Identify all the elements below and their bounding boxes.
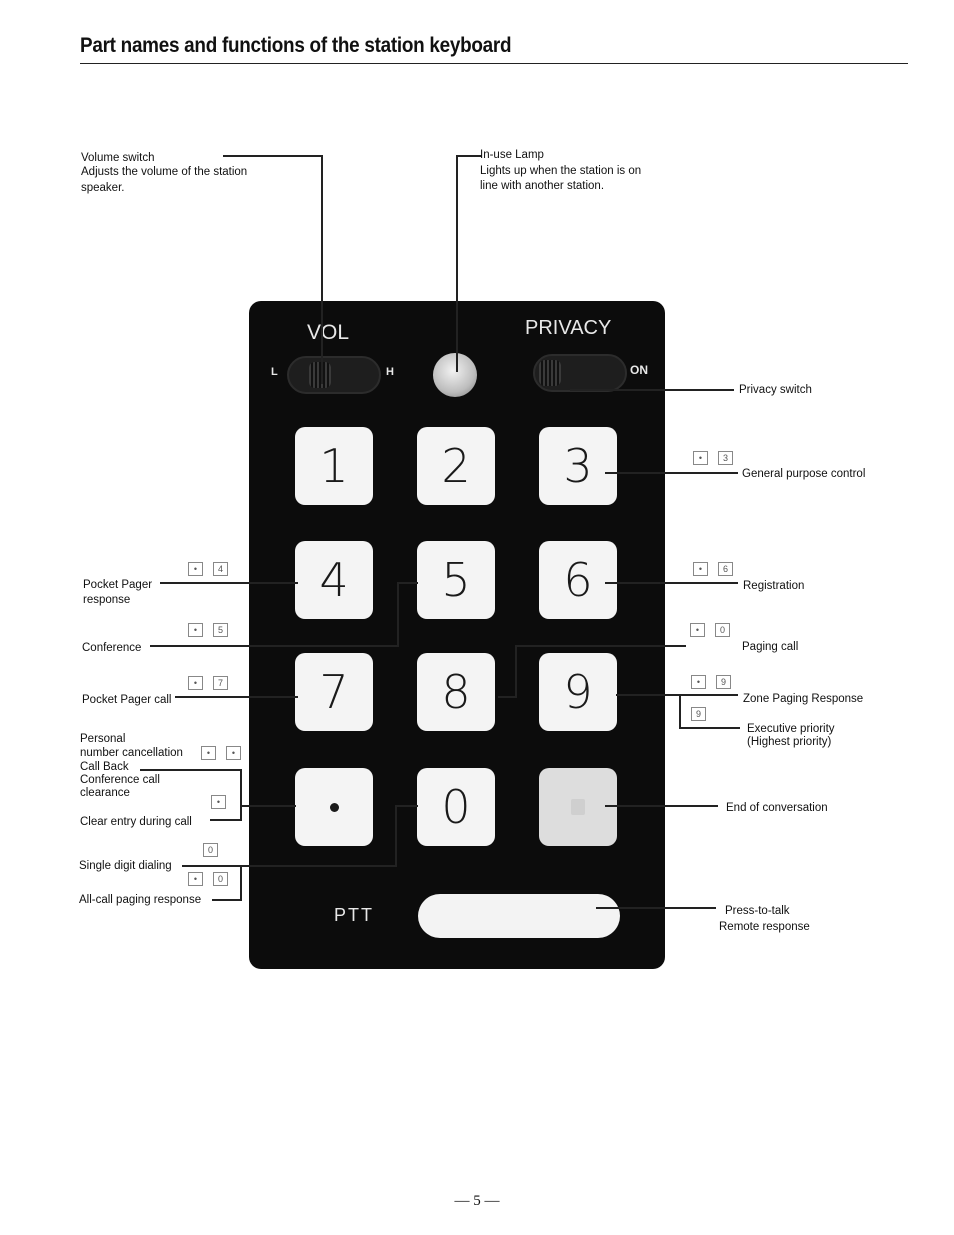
page-number: — 5 — <box>454 1193 500 1209</box>
pocket-pager-call-label: Pocket Pager call <box>82 694 172 706</box>
end-conversation-label: End of conversation <box>726 802 828 814</box>
key-3[interactable]: 3 <box>539 427 617 505</box>
badge-dot: • <box>188 623 203 637</box>
lamp-desc-line-1: Lights up when the station is on <box>480 165 642 177</box>
badge-6: 6 <box>718 562 733 576</box>
personal-number-line-2: number cancellation <box>80 747 183 759</box>
badge-dot: • <box>188 562 203 576</box>
volume-switch[interactable] <box>287 356 381 394</box>
badge-dot: • <box>693 562 708 576</box>
executive-priority-label: Executive priority <box>747 723 835 735</box>
lamp-desc-line-2: line with another station. <box>480 180 605 192</box>
page-title: Part names and functions of the station … <box>80 34 512 57</box>
key-8[interactable]: 8 <box>417 653 495 731</box>
vol-low-label: L <box>271 366 278 378</box>
badge-dot: • <box>693 451 708 465</box>
ptt-label: PTT <box>334 905 374 925</box>
badge-dot: • <box>691 675 706 689</box>
in-use-lamp <box>433 353 477 397</box>
ptt-bar[interactable] <box>418 894 620 938</box>
badge-dot: • <box>201 746 216 760</box>
pocket-pager-response-line-2: response <box>83 594 131 606</box>
badge-0: 0 <box>715 623 730 637</box>
privacy-switch[interactable] <box>533 354 627 392</box>
badge-5: 5 <box>213 623 228 637</box>
badge-dot: • <box>188 872 203 886</box>
title-rule <box>80 63 908 64</box>
badge-9: 9 <box>691 707 706 721</box>
end-conversation-key[interactable] <box>539 768 617 846</box>
badge-4: 4 <box>213 562 228 576</box>
badge-dot: • <box>690 623 705 637</box>
badge-7: 7 <box>213 676 228 690</box>
badge-9: 9 <box>716 675 731 689</box>
key-0[interactable]: 0 <box>417 768 495 846</box>
registration-label: Registration <box>743 580 805 592</box>
badge-dot: • <box>188 676 203 690</box>
conference-label: Conference <box>82 642 142 654</box>
vol-label: VOL <box>307 321 350 344</box>
all-call-label: All-call paging response <box>79 894 202 906</box>
zone-paging-response-label: Zone Paging Response <box>743 693 864 705</box>
privacy-on-label: ON <box>630 363 648 377</box>
highest-priority-label: (Highest priority) <box>747 736 832 748</box>
station-keyboard: VOL PRIVACY L H ON 1 2 3 4 5 6 7 8 9 0 P… <box>249 301 665 969</box>
key-6[interactable]: 6 <box>539 541 617 619</box>
conference-clearance-line-2: clearance <box>80 787 130 799</box>
key-7[interactable]: 7 <box>295 653 373 731</box>
volume-desc-line-2: speaker. <box>81 182 125 194</box>
key-5[interactable]: 5 <box>417 541 495 619</box>
end-mark-icon <box>571 799 585 815</box>
remote-response-label: Remote response <box>719 921 810 933</box>
privacy-switch-knob[interactable] <box>539 360 561 386</box>
personal-number-line-1: Personal <box>80 733 126 745</box>
volume-switch-knob[interactable] <box>309 362 331 388</box>
vol-high-label: H <box>386 366 394 378</box>
pocket-pager-response-line-1: Pocket Pager <box>83 579 153 591</box>
paging-call-label: Paging call <box>742 641 799 653</box>
badge-3: 3 <box>718 451 733 465</box>
volume-switch-label: Volume switch <box>81 152 155 164</box>
key-dot[interactable] <box>295 768 373 846</box>
general-purpose-label: General purpose control <box>742 468 866 480</box>
dot-icon <box>329 802 339 812</box>
clear-entry-label: Clear entry during call <box>80 816 192 828</box>
lamp-label: In-use Lamp <box>480 149 544 161</box>
badge-dot: • <box>226 746 241 760</box>
call-back-label: Call Back <box>80 761 129 773</box>
key-1[interactable]: 1 <box>295 427 373 505</box>
key-9[interactable]: 9 <box>539 653 617 731</box>
key-4[interactable]: 4 <box>295 541 373 619</box>
badge-dot: • <box>211 795 226 809</box>
executive-priority-leader <box>679 695 740 729</box>
volume-desc-line-1: Adjusts the volume of the station <box>81 166 248 178</box>
badge-0: 0 <box>203 843 218 857</box>
privacy-switch-label: Privacy switch <box>739 384 812 396</box>
press-to-talk-label: Press-to-talk <box>725 905 790 917</box>
key-2[interactable]: 2 <box>417 427 495 505</box>
badge-0: 0 <box>213 872 228 886</box>
single-digit-label: Single digit dialing <box>79 860 172 872</box>
conference-clearance-line-1: Conference call <box>80 774 160 786</box>
privacy-label: PRIVACY <box>525 317 612 339</box>
